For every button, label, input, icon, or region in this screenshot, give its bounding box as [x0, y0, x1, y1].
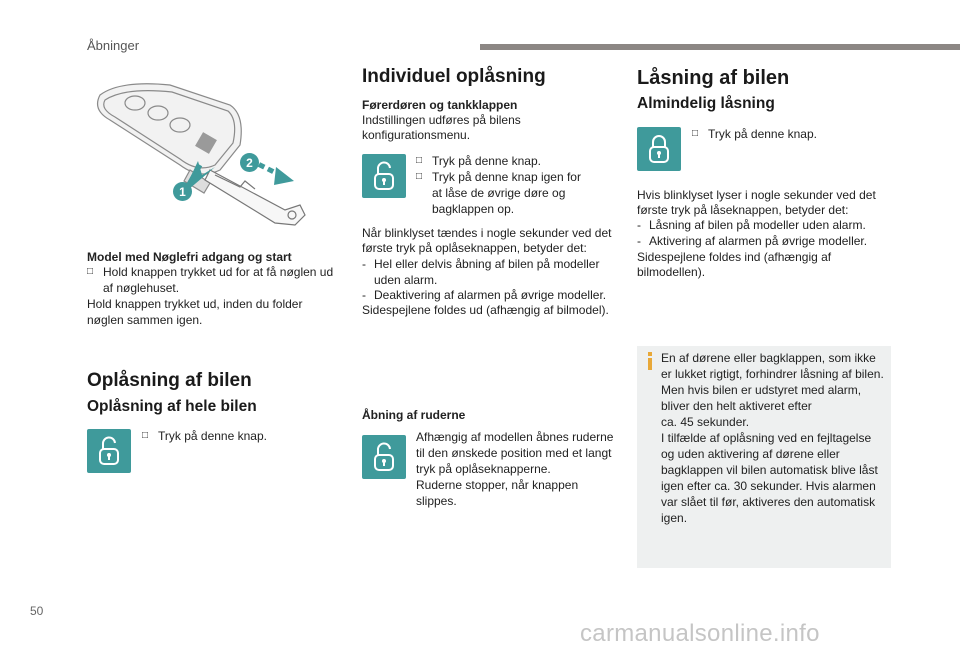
key-bullet: □ Hold knappen trykket ud for at få nøgl…	[87, 264, 343, 296]
dash-marker: -	[637, 218, 641, 232]
unlock-button-icon	[362, 154, 406, 198]
header-rule	[480, 44, 960, 50]
windows-line-3: tryk på oplåseknapperne.	[416, 462, 551, 476]
key-line-1: Hold knappen trykket ud, inden du folder	[87, 297, 303, 311]
bullet-marker: □	[87, 266, 94, 277]
lock-mirrors-line-2: bilmodellen).	[637, 265, 706, 279]
unlock-all-bullet: □ Tryk på denne knap.	[142, 428, 267, 444]
info-line: bliver den helt aktiveret efter	[661, 399, 812, 413]
driver-door-line-2: konfigurationsmenu.	[362, 128, 471, 142]
windows-line-5: slippes.	[416, 494, 457, 508]
unlocked-padlock-icon	[99, 436, 119, 465]
key-line-2: nøglen sammen igen.	[87, 313, 203, 327]
windows-line-1: Afhængig af modellen åbnes ruderne	[416, 430, 614, 444]
flash-dash-1: - Hel eller delvis åbning af bilen på mo…	[362, 256, 614, 288]
flash-dash-1-text: Hel eller delvis åbning af bilen på mode…	[374, 257, 600, 287]
info-line: I tilfælde af oplåsning ved en fejltagel…	[661, 431, 872, 445]
dash-marker: -	[362, 288, 366, 302]
lock-flash-dash-1-text: Låsning af bilen på modeller uden alarm.	[649, 218, 866, 232]
unlocked-padlock-icon	[374, 161, 394, 190]
info-box	[637, 346, 891, 568]
unlock-all-bullet-text: Tryk på denne knap.	[158, 429, 267, 443]
locking-title: Låsning af bilen	[637, 67, 790, 89]
dash-marker: -	[362, 257, 366, 271]
callout-2: 2	[240, 153, 259, 172]
bullet-marker: □	[142, 430, 149, 441]
key-heading: Model med Nøglefri adgang og start	[87, 250, 292, 264]
normal-locking-subtitle: Almindelig låsning	[637, 95, 775, 112]
windows-heading: Åbning af ruderne	[362, 408, 466, 422]
driver-bullet-1-text: Tryk på denne knap.	[432, 154, 541, 168]
flash-dash-2: - Deaktivering af alarmen på øvrige mode…	[362, 287, 622, 303]
lock-bullet: □ Tryk på denne knap.	[692, 126, 817, 142]
subsection-title-unlock-all: Oplåsning af hele bilen	[87, 398, 257, 415]
smart-key-illustration: 1 2	[80, 75, 310, 235]
lock-mirrors-line-1: Sidespejlene foldes ind (afhængig af	[637, 250, 832, 264]
key-bullet-text: Hold knappen trykket ud for at få nøglen…	[103, 265, 334, 295]
lock-flash-line-1: Hvis blinklyset lyser i nogle sekunder v…	[637, 188, 876, 202]
windows-line-2: til den ønskede position med et langt	[416, 446, 612, 460]
unlocked-padlock-icon	[374, 442, 394, 471]
flash-line-2: første tryk på oplåseknappen, betyder de…	[362, 241, 587, 255]
driver-bullet-1: □ Tryk på denne knap.	[416, 153, 606, 169]
info-line: ca. 45 sekunder.	[661, 415, 750, 429]
section-title-unlock: Oplåsning af bilen	[87, 370, 252, 391]
watermark: carmanualsonline.info	[580, 620, 820, 647]
bullet-marker: □	[692, 128, 699, 139]
mirrors-line: Sidespejlene foldes ud (afhængig af bilm…	[362, 303, 609, 317]
info-line: er lukket rigtigt, forhindrer låsning af…	[661, 367, 884, 381]
driver-door-heading: Førerdøren og tankklappen	[362, 98, 518, 112]
lock-bullet-text: Tryk på denne knap.	[708, 127, 817, 141]
dash-marker: -	[637, 234, 641, 248]
lock-flash-dash-2: - Aktivering af alarmen på øvrige modell…	[637, 233, 867, 249]
unlock-button-icon	[87, 429, 131, 473]
info-icon	[645, 352, 655, 375]
info-line: bagklappen vil bilen automatisk blive lå…	[661, 463, 878, 477]
flash-line-1: Når blinklyset tændes i nogle sekunder v…	[362, 226, 612, 240]
driver-bullet-2: □ Tryk på denne knap igen for at låse de…	[416, 169, 594, 217]
bullet-marker: □	[416, 171, 423, 182]
info-line: og uden aktivering af dørene eller	[661, 447, 840, 461]
section-label: Åbninger	[87, 38, 140, 53]
bullet-marker: □	[416, 155, 423, 166]
info-line: En af dørene eller bagklappen, som ikke	[661, 351, 876, 365]
info-line: Men hvis bilen er udstyret med alarm,	[661, 383, 862, 397]
info-i-glyph	[648, 352, 652, 370]
locked-padlock-icon	[649, 135, 669, 163]
lock-flash-line-2: første tryk på låseknappen, betyder det:	[637, 203, 849, 217]
driver-door-line-1: Indstillingen udføres på bilens	[362, 113, 521, 127]
page-number: 50	[30, 604, 44, 618]
lock-flash-dash-2-text: Aktivering af alarmen på øvrige modeller…	[649, 234, 868, 248]
lock-button-icon	[637, 127, 681, 171]
lock-flash-dash-1: - Låsning af bilen på modeller uden alar…	[637, 217, 866, 233]
info-line: var slået til før, aktiveres den automat…	[661, 495, 876, 509]
key-fob-drawing	[97, 83, 306, 226]
unlock-button-icon	[362, 435, 406, 479]
info-text: En af dørene eller bagklappen, som ikke …	[661, 350, 887, 526]
flash-dash-2-text: Deaktivering af alarmen på øvrige modell…	[374, 288, 607, 302]
windows-line-4: Ruderne stopper, når knappen	[416, 478, 579, 492]
individual-unlock-title: Individuel oplåsning	[362, 66, 546, 87]
info-line: igen efter ca. 30 sekunder. Hvis alarmen	[661, 479, 876, 493]
driver-bullet-2-text: Tryk på denne knap igen for at låse de ø…	[432, 170, 581, 216]
callout-1: 1	[173, 182, 192, 201]
info-line: igen.	[661, 511, 688, 525]
